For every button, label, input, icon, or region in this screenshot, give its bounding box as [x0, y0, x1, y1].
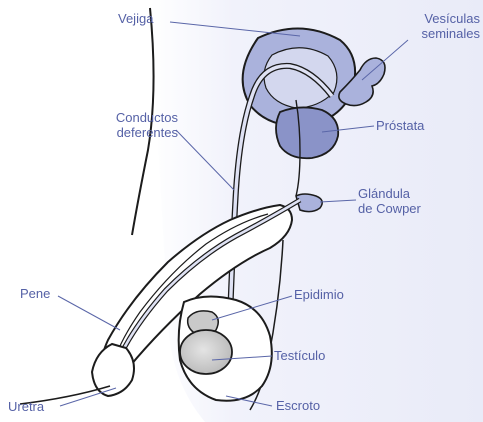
bladder-inner — [264, 48, 337, 108]
label-conductos-line1: Conductos — [92, 110, 178, 125]
testicle — [180, 330, 232, 374]
label-pene: Pene — [20, 286, 50, 301]
label-glandula-line2: de Cowper — [358, 201, 421, 216]
label-vesiculas-line2: seminales — [404, 26, 480, 41]
label-vesiculas-line1: Vesículas — [404, 11, 480, 26]
leader-pene — [58, 296, 120, 330]
label-glandula-cowper: Glándula de Cowper — [358, 186, 421, 216]
label-glandula-line1: Glándula — [358, 186, 421, 201]
glans — [92, 344, 134, 396]
label-escroto: Escroto — [276, 398, 320, 413]
label-uretra: Uretra — [8, 399, 44, 414]
label-vesiculas-seminales: Vesículas seminales — [404, 11, 480, 41]
label-testiculo: Testículo — [274, 348, 325, 363]
label-conductos-line2: deferentes — [92, 125, 178, 140]
label-conductos-deferentes: Conductos deferentes — [92, 110, 178, 140]
label-prostata: Próstata — [376, 118, 424, 133]
label-vejiga: Vejiga — [118, 11, 153, 26]
prostate — [276, 107, 338, 158]
label-epidimio: Epidimio — [294, 287, 344, 302]
